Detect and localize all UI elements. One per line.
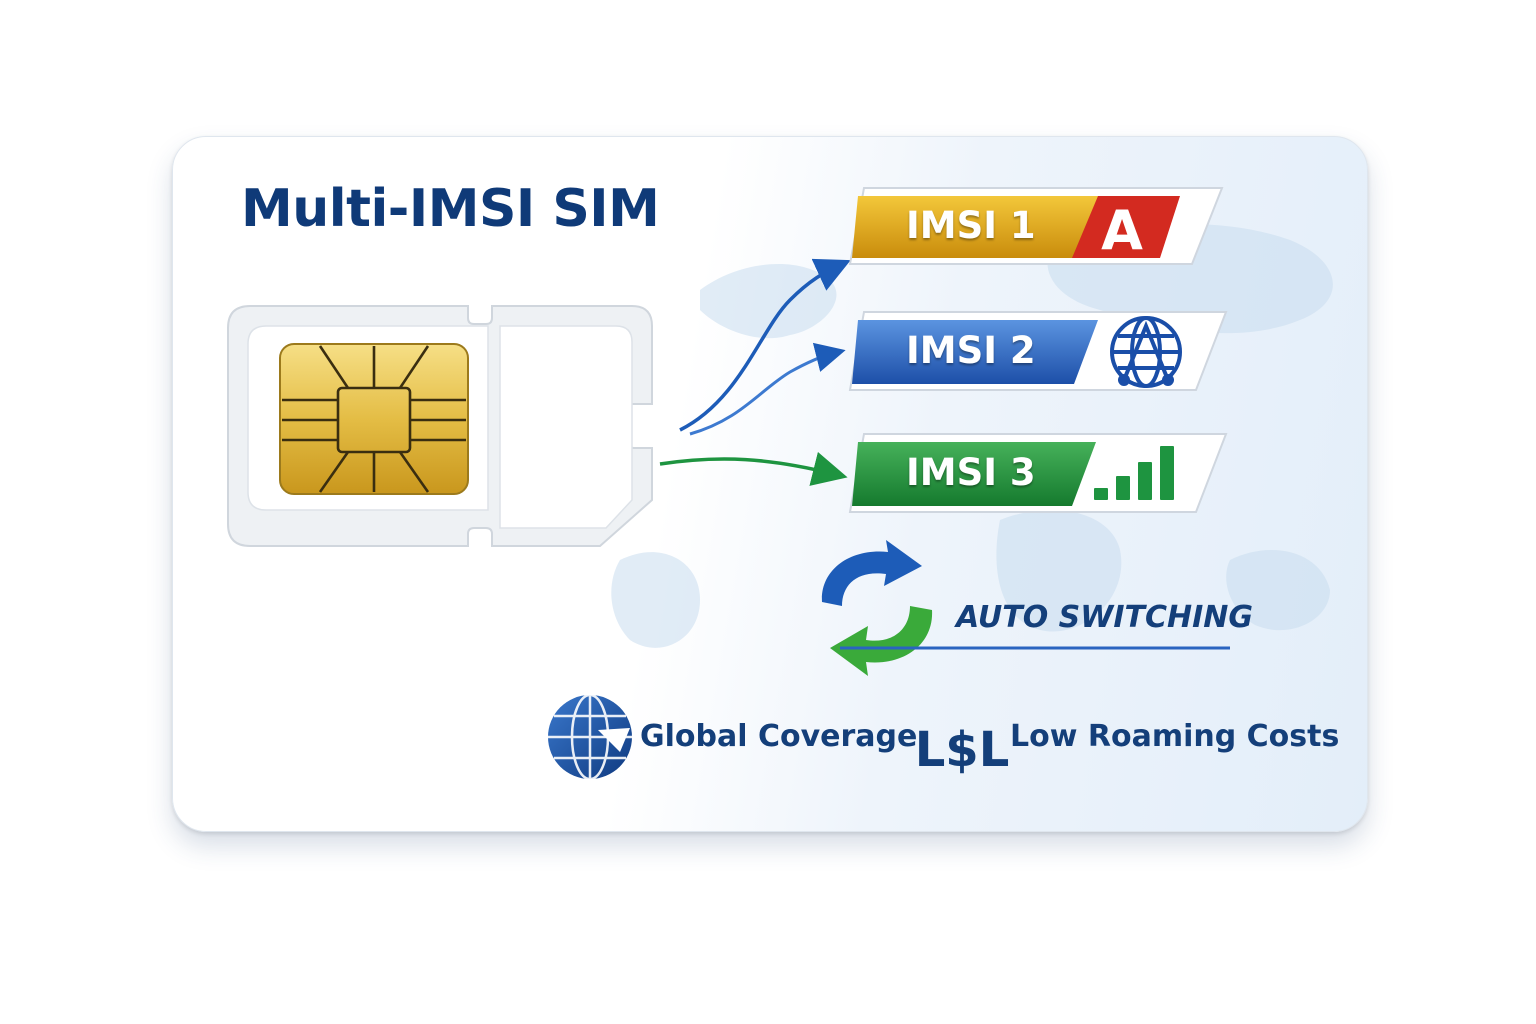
globe-network-icon [1110,316,1182,388]
imsi-3-label: IMSI 3 [906,451,1036,494]
arrow-to-imsi-1 [679,258,851,432]
global-coverage-label: Global Coverage [640,719,918,754]
imsi-1-panel: A [848,187,1224,265]
card-title: Multi-IMSI SIM [241,179,660,239]
dollar-icon-glyph: L$L [915,722,1010,778]
arrow-to-imsi-3 [659,451,848,486]
auto-switching-label: AUTO SWITCHING [956,600,1253,635]
signal-bars-icon [1094,446,1174,500]
sim-chip [279,343,469,495]
imsi-2-label: IMSI 2 [906,329,1036,372]
dollar-icon: L$L [915,722,1010,778]
imsi-1-badge-icon: A [1101,199,1143,262]
sync-arrows-icon [821,540,933,676]
imsi-1-label: IMSI 1 [906,204,1036,247]
connection-arrows [659,258,851,486]
imsi-2-panel [848,311,1228,391]
low-roaming-costs-label: Low Roaming Costs [1010,719,1340,754]
arrow-to-imsi-2 [689,342,846,436]
world-map-background [611,223,1333,648]
imsi-3-panel [848,433,1228,513]
globe-icon [548,693,632,781]
